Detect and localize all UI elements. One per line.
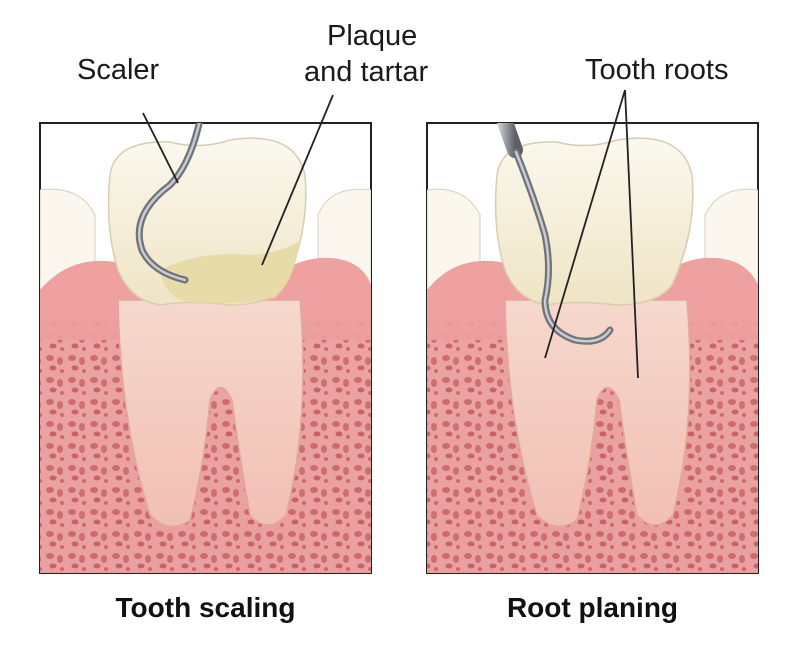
label-scaler: Scaler xyxy=(77,54,160,86)
tooth-roots-left xyxy=(117,299,304,528)
leader-root-2 xyxy=(624,89,639,379)
label-plaque-line2: and tartar xyxy=(304,56,429,88)
caption-root-planing: Root planing xyxy=(506,592,679,623)
leader-plaque xyxy=(261,94,334,266)
panel-tooth-scaling xyxy=(39,122,372,574)
planing-instrument-icon xyxy=(496,123,614,345)
panel-root-planing xyxy=(426,122,759,574)
label-plaque-line1: Plaque xyxy=(327,20,418,52)
leader-lines xyxy=(142,89,639,379)
tooth-crown-right xyxy=(494,137,694,306)
leader-scaler xyxy=(142,112,179,184)
label-tooth-roots: Tooth roots xyxy=(585,54,729,86)
leader-root-1 xyxy=(544,89,626,359)
tooth-roots-right xyxy=(504,299,691,528)
scaler-instrument-icon xyxy=(135,123,203,284)
caption-tooth-scaling: Tooth scaling xyxy=(115,592,296,623)
